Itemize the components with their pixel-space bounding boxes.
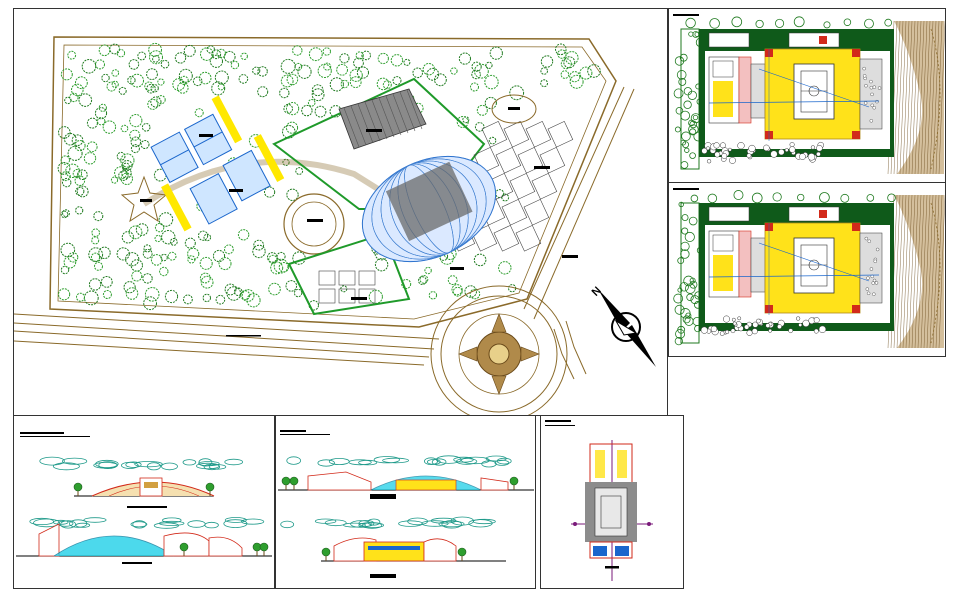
perimeter-road (14, 86, 635, 380)
elev-title-underline (20, 436, 90, 437)
elev-title-bar (20, 432, 64, 434)
elev-b-title-underline (280, 434, 330, 435)
site-boundary-inner (57, 44, 607, 320)
section-title-bar (545, 420, 571, 422)
panel-title-bar-2 (673, 188, 699, 190)
parking-label-mark-2 (351, 297, 367, 300)
parking-roundabout (491, 94, 537, 124)
elevations-b-drawing (278, 455, 534, 578)
star-plaza (120, 175, 168, 223)
site-boundary (49, 36, 617, 328)
upper-floor-drawing (673, 190, 946, 349)
panel-title-bar (673, 14, 699, 16)
main-building-roof (338, 88, 427, 150)
elevations-a-panel (13, 415, 275, 589)
road-label-mark (226, 335, 261, 337)
north-letter: N (590, 285, 604, 299)
parking-label-mark (534, 166, 550, 169)
ground-floor-drawing (673, 16, 946, 175)
elevations-a-drawing (16, 456, 272, 564)
central-plaza (283, 193, 345, 255)
sports-courts (150, 95, 285, 232)
site-plan-panel: N (13, 8, 668, 417)
section-drawing (571, 440, 653, 581)
upper-floor-panel (668, 182, 946, 357)
tree-canopy-group (57, 42, 601, 311)
section-title-underline (545, 425, 575, 426)
section-panel (540, 415, 684, 589)
stadium-dome (361, 155, 497, 270)
ground-floor-panel (668, 8, 946, 183)
roundabout (430, 285, 568, 417)
elev-b-title-bar (280, 430, 306, 432)
road-label-mark-2 (562, 255, 578, 258)
north-arrow-icon: N (590, 285, 656, 367)
elevations-b-panel (275, 415, 536, 589)
site-plan-drawing: N (14, 36, 656, 417)
